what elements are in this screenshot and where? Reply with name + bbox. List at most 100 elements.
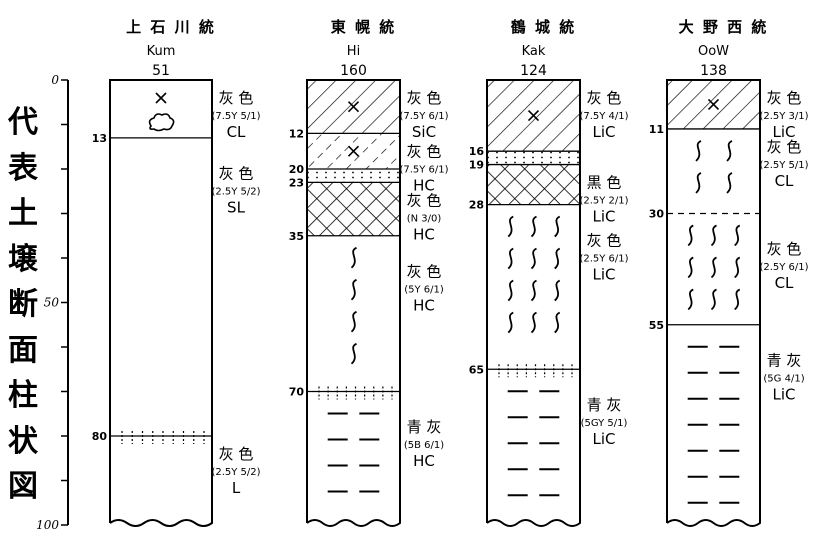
horizon bbox=[307, 168, 400, 183]
profile-column-kum bbox=[109, 79, 213, 527]
horizon-color-name: 灰 色 bbox=[767, 89, 802, 107]
column-title: 大 野 西 統 bbox=[679, 18, 769, 36]
horizon-munsell: (2.5Y 5/1) bbox=[759, 160, 808, 171]
gley-symbol bbox=[554, 311, 561, 334]
column-code: Kum bbox=[147, 44, 176, 59]
depth-label: 30 bbox=[649, 208, 665, 221]
title-char: 柱 bbox=[8, 378, 38, 413]
horizon-pattern-crosshatch bbox=[487, 164, 580, 205]
title-char: 状 bbox=[8, 423, 38, 459]
horizon bbox=[307, 181, 400, 236]
horizon-texture: HC bbox=[413, 296, 435, 314]
gley-symbol bbox=[530, 215, 537, 238]
cross-symbol bbox=[155, 92, 167, 104]
column-code: OoW bbox=[698, 44, 729, 59]
depth-label: 16 bbox=[469, 145, 485, 158]
depth-label: 19 bbox=[469, 159, 484, 172]
horizon-munsell: (2.5Y 5/2) bbox=[211, 467, 260, 478]
gley-symbol bbox=[530, 247, 537, 270]
gley-symbol bbox=[687, 288, 694, 311]
horizon-texture: CL bbox=[775, 172, 794, 190]
horizon-color-name: 灰 色 bbox=[407, 262, 442, 280]
horizon-color-name: 青 灰 bbox=[767, 351, 802, 369]
title-char: 壌 bbox=[8, 241, 38, 277]
cross-symbol bbox=[347, 101, 360, 113]
gley-symbol bbox=[554, 247, 561, 270]
horizon-color-name: 灰 色 bbox=[219, 445, 254, 463]
horizon-munsell: (2.5Y 6/1) bbox=[579, 253, 628, 264]
depth-label: 55 bbox=[649, 319, 664, 332]
horizon-texture: LiC bbox=[593, 265, 616, 283]
horizon-pattern-dots bbox=[307, 169, 400, 183]
column-title: 鶴 城 統 bbox=[511, 18, 576, 36]
title-char: 土 bbox=[8, 196, 38, 231]
gley-symbol bbox=[350, 278, 357, 301]
title-char: 断 bbox=[8, 287, 38, 322]
column-code: Kak bbox=[522, 44, 546, 59]
horizon-color-name: 灰 色 bbox=[407, 89, 442, 107]
horizon-munsell: (5B 6/1) bbox=[404, 440, 444, 451]
horizon-munsell: (7.5Y 6/1) bbox=[399, 111, 448, 122]
column-number: 138 bbox=[700, 63, 727, 79]
horizon bbox=[667, 80, 760, 129]
cross-symbol bbox=[527, 110, 540, 122]
gley-symbol bbox=[350, 342, 357, 365]
horizon-texture: HC bbox=[413, 452, 435, 470]
gley-symbol bbox=[726, 172, 733, 194]
gley-symbol bbox=[726, 140, 733, 162]
gley-symbol bbox=[710, 288, 717, 311]
gley-symbol bbox=[530, 279, 537, 302]
gley-symbol bbox=[530, 311, 537, 334]
horizon bbox=[307, 390, 400, 493]
horizon-texture: CL bbox=[775, 274, 794, 292]
depth-label: 28 bbox=[469, 199, 484, 212]
horizon-texture: HC bbox=[413, 176, 435, 194]
horizon-pattern-dots bbox=[487, 151, 580, 165]
horizon-color-name: 黒 色 bbox=[587, 173, 622, 191]
column-number: 51 bbox=[152, 63, 170, 79]
gley-symbol bbox=[507, 311, 514, 334]
title-char: 代 bbox=[8, 105, 38, 140]
gley-symbol bbox=[687, 256, 694, 279]
horizon-munsell: (7.5Y 4/1) bbox=[579, 111, 628, 122]
gley-symbol bbox=[687, 224, 694, 247]
cross-symbol bbox=[347, 145, 360, 157]
horizon bbox=[487, 150, 580, 165]
column-number: 160 bbox=[340, 63, 367, 79]
gley-symbol bbox=[507, 279, 514, 302]
horizon-color-name: 灰 色 bbox=[219, 165, 254, 183]
horizon-color-name: 青 灰 bbox=[587, 396, 622, 414]
gley-symbol bbox=[350, 310, 357, 333]
horizon-munsell: (2.5Y 3/1) bbox=[759, 111, 808, 122]
horizon-color-name: 灰 色 bbox=[587, 231, 622, 249]
title-char: 面 bbox=[8, 332, 38, 368]
gley-symbol bbox=[734, 256, 741, 279]
profile-column-hi bbox=[306, 79, 401, 527]
horizon-color-name: 灰 色 bbox=[767, 240, 802, 258]
profile-column-kak bbox=[486, 79, 581, 527]
depth-label: 12 bbox=[289, 127, 304, 140]
column-title: 東 幌 統 bbox=[331, 18, 396, 36]
horizon-color-name: 灰 色 bbox=[407, 191, 442, 209]
gley-symbol bbox=[554, 279, 561, 302]
horizon-color-name: 灰 色 bbox=[587, 89, 622, 107]
horizon bbox=[307, 235, 400, 365]
gley-symbol bbox=[710, 256, 717, 279]
horizon-color-name: 灰 色 bbox=[767, 138, 802, 156]
depth-label: 35 bbox=[289, 230, 304, 243]
horizon-color-name: 灰 色 bbox=[407, 142, 442, 160]
horizon bbox=[667, 128, 760, 194]
column-number: 124 bbox=[520, 63, 547, 79]
cross-symbol bbox=[707, 98, 720, 111]
gley-symbol bbox=[734, 224, 741, 247]
gley-symbol bbox=[350, 246, 357, 269]
horizon-munsell: (7.5Y 6/1) bbox=[399, 164, 448, 175]
horizon-texture: L bbox=[232, 479, 241, 497]
horizon bbox=[667, 324, 760, 504]
depth-label: 20 bbox=[289, 163, 305, 176]
horizon-munsell: (7.5Y 5/1) bbox=[211, 111, 260, 122]
horizon-texture: LiC bbox=[773, 385, 796, 403]
concretion-symbol bbox=[148, 113, 175, 132]
axis-label: 0 bbox=[51, 73, 59, 87]
